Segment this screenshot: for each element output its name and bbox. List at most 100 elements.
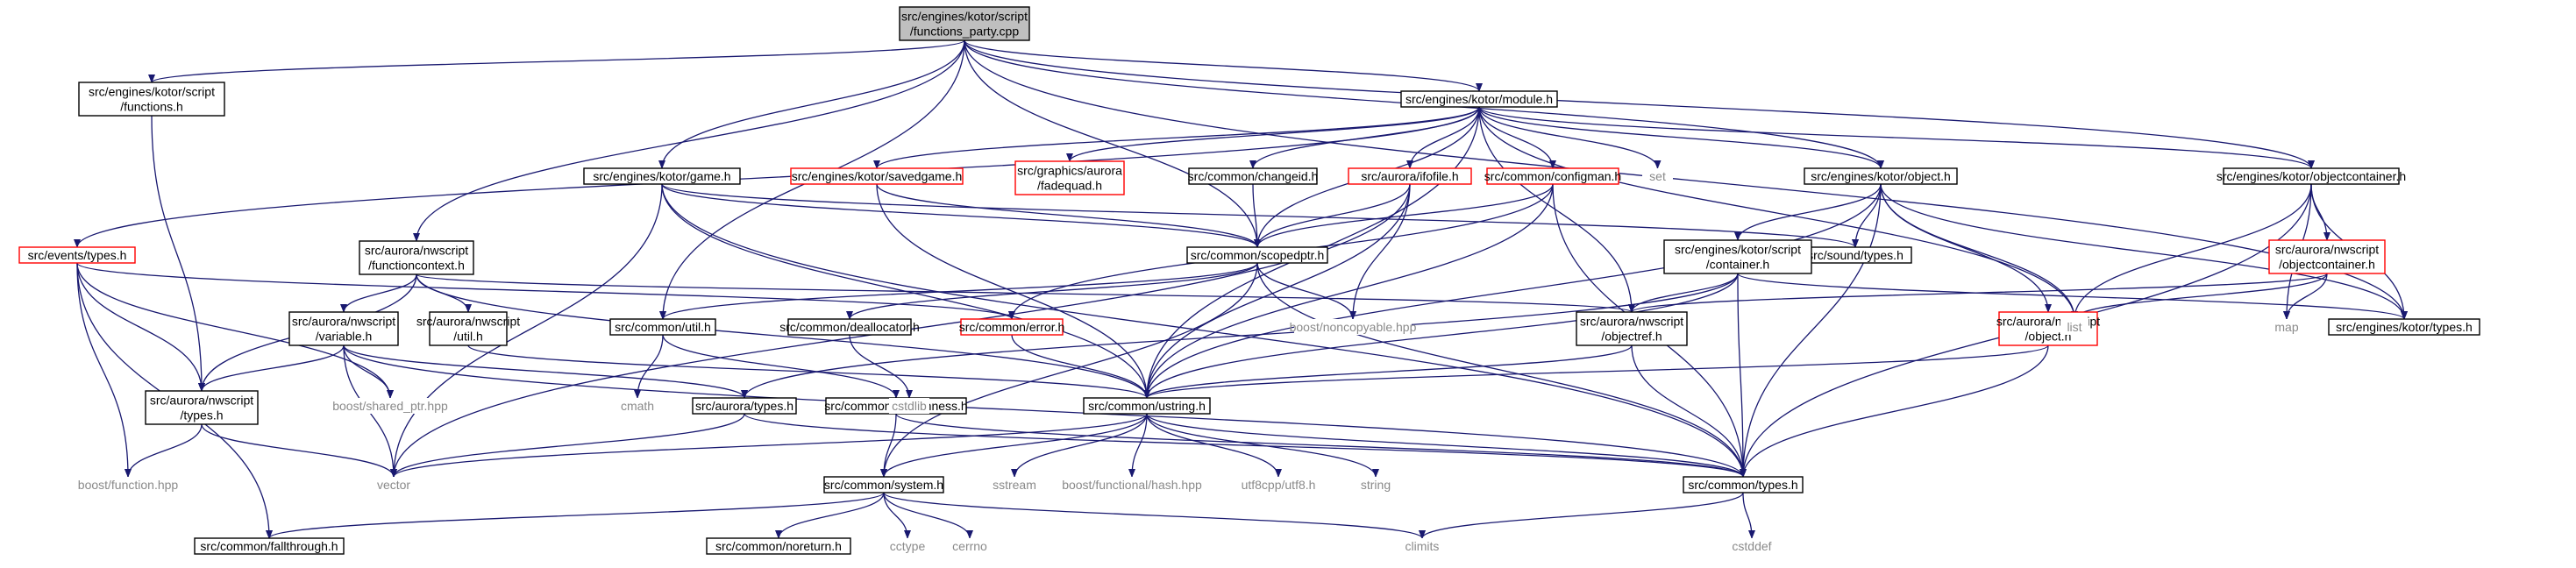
node-label: src/aurora/nwscript xyxy=(150,394,253,408)
edge-ustring-to-string xyxy=(1146,413,1379,478)
node-functioncontext[interactable]: src/aurora/nwscript/functioncontext.h xyxy=(359,240,474,275)
node-nws-variable[interactable]: src/aurora/nwscript/variable.h xyxy=(288,311,399,346)
edge-module-to-fadequad xyxy=(1066,106,1480,162)
node-label: src/aurora/types.h xyxy=(695,399,793,413)
edge-ustring-to-sstream xyxy=(1011,413,1148,478)
edge-events_types-to-shared_ptr xyxy=(76,262,394,399)
node-box xyxy=(2328,318,2480,336)
node-box xyxy=(1186,246,1328,264)
node-label: src/engines/kotor/object.h xyxy=(1811,169,1951,183)
node-game[interactable]: src/engines/kotor/game.h xyxy=(583,167,741,185)
edge-root-to-functioncontext xyxy=(413,39,965,242)
node-box xyxy=(1663,239,1812,274)
node-label: cerrno xyxy=(952,539,987,553)
node-ustring[interactable]: src/common/ustring.h xyxy=(1083,397,1211,415)
node-label: src/common/scopedptr.h xyxy=(1191,248,1325,262)
node-kotor-object[interactable]: src/engines/kotor/object.h xyxy=(1804,167,1958,185)
edge-ustring-to-hash xyxy=(1128,413,1148,478)
edge-scopedptr-to-common_util xyxy=(659,262,1258,320)
edge-deallocator-to-cstdlib xyxy=(849,334,913,399)
edge-scopedptr-to-common_types xyxy=(1256,262,1747,478)
edge-endianness-to-system xyxy=(880,413,897,478)
edge-kotor_functions-to-nws_types xyxy=(151,115,205,392)
edge-root-to-objectcontainer xyxy=(964,39,2315,169)
node-script-container[interactable]: src/engines/kotor/script/container.h xyxy=(1663,239,1812,274)
edge-system-to-fallthrough xyxy=(266,492,885,539)
node-system[interactable]: src/common/system.h xyxy=(823,476,944,493)
node-sound-types[interactable]: src/sound/types.h xyxy=(1798,246,1912,264)
edge-objectref-to-ustring xyxy=(1143,344,1633,399)
node-label: src/common/types.h xyxy=(1688,478,1797,492)
edge-module-to-objectcontainer xyxy=(1478,106,2315,169)
node-box xyxy=(1348,167,1472,185)
node-box xyxy=(823,476,944,493)
edge-game-to-scopedptr xyxy=(661,183,1261,248)
node-noncopyable: boost/noncopyable.hpp xyxy=(1290,319,1417,335)
node-label: /functions_party.cpp xyxy=(910,25,1019,39)
node-label: src/aurora/nwscript xyxy=(1580,315,1683,329)
node-utf8: utf8cpp/utf8.h xyxy=(1236,477,1320,493)
edge-nws_variable-to-common_types xyxy=(343,344,1747,478)
edge-root-to-module xyxy=(964,39,1483,92)
node-objectref[interactable]: src/aurora/nwscript/objectref.h xyxy=(1576,311,1688,346)
node-fadequad[interactable]: src/graphics/aurora/fadequad.h xyxy=(1014,160,1125,195)
node-box xyxy=(1486,167,1619,185)
node-module[interactable]: src/engines/kotor/module.h xyxy=(1400,90,1558,108)
node-noreturn[interactable]: src/common/noreturn.h xyxy=(706,537,851,555)
node-configman[interactable]: src/common/configman.h xyxy=(1484,167,1621,185)
node-root[interactable]: src/engines/kotor/script/functions_party… xyxy=(899,6,1030,41)
node-kotor-types[interactable]: src/engines/kotor/types.h xyxy=(2328,318,2480,336)
edge-common_types-to-cstddef xyxy=(1742,492,1755,539)
node-label: src/engines/kotor/objectcontainer.h xyxy=(2217,169,2406,183)
edge-endianness-to-common_types xyxy=(895,413,1747,478)
edge-savedgame-to-ustring xyxy=(876,183,1150,399)
node-label: src/common/deallocator.h xyxy=(779,320,920,334)
node-events-types[interactable]: src/events/types.h xyxy=(18,246,136,264)
node-nws-util[interactable]: src/aurora/nwscript/util.h xyxy=(416,311,520,346)
node-changeid[interactable]: src/common/changeid.h xyxy=(1188,167,1319,185)
edge-nws_variable-to-nws_types xyxy=(198,344,345,392)
edge-nws_variable-to-shared_ptr xyxy=(343,344,394,399)
node-objectcontainer[interactable]: src/engines/kotor/objectcontainer.h xyxy=(2217,167,2406,185)
node-label: src/engines/kotor/types.h xyxy=(2336,320,2473,334)
edge-system-to-cerrno xyxy=(883,492,973,539)
node-common-util[interactable]: src/common/util.h xyxy=(609,318,716,336)
edge-nws_util-to-ustring xyxy=(467,344,1150,399)
edge-functioncontext-to-ustring xyxy=(416,273,1150,399)
edge-ustring-to-vector xyxy=(390,413,1148,478)
node-cmath: cmath xyxy=(617,398,658,414)
node-label: src/common/error.h xyxy=(959,320,1065,334)
edge-kotor_object-to-ustring xyxy=(1143,183,1882,399)
node-nws-objectcontainer[interactable]: src/aurora/nwscript/objectcontainer.h xyxy=(2268,239,2386,274)
node-deallocator[interactable]: src/common/deallocator.h xyxy=(779,318,920,336)
nodes-layer: src/engines/kotor/script/functions_party… xyxy=(18,6,2480,555)
node-vector: vector xyxy=(372,477,416,493)
node-ifofile[interactable]: src/aurora/ifofile.h xyxy=(1348,167,1472,185)
node-box xyxy=(899,6,1030,41)
node-aurora-types[interactable]: src/aurora/types.h xyxy=(692,397,797,415)
node-savedgame[interactable]: src/engines/kotor/savedgame.h xyxy=(790,167,964,185)
node-background xyxy=(1642,168,1673,184)
edge-module-to-ifofile xyxy=(1406,106,1480,169)
node-nws-types[interactable]: src/aurora/nwscript/types.h xyxy=(145,390,259,425)
node-common-types[interactable]: src/common/types.h xyxy=(1683,476,1804,493)
node-error[interactable]: src/common/error.h xyxy=(959,318,1065,336)
node-label: src/engines/kotor/savedgame.h xyxy=(792,169,963,183)
edge-ifofile-to-ustring xyxy=(1143,183,1411,399)
node-box xyxy=(960,318,1064,336)
node-fallthrough[interactable]: src/common/fallthrough.h xyxy=(194,537,345,555)
node-label: /util.h xyxy=(453,330,482,344)
node-nws-object[interactable]: src/aurora/nwscript/object.h xyxy=(1996,311,2100,346)
node-box xyxy=(583,167,741,185)
edge-script_container-to-objectref xyxy=(1628,273,1739,313)
edge-objectref-to-common_types xyxy=(1631,344,1747,478)
node-background xyxy=(331,398,449,414)
node-background xyxy=(617,398,658,414)
node-background xyxy=(1401,538,1443,554)
edge-nws_object-to-ustring xyxy=(1143,344,2049,399)
node-scopedptr[interactable]: src/common/scopedptr.h xyxy=(1186,246,1328,264)
node-label: set xyxy=(1649,169,1666,183)
node-kotor-functions[interactable]: src/engines/kotor/script/functions.h xyxy=(78,82,225,117)
edge-events_types-to-nws_types xyxy=(76,262,205,392)
node-label: /types.h xyxy=(180,408,223,422)
